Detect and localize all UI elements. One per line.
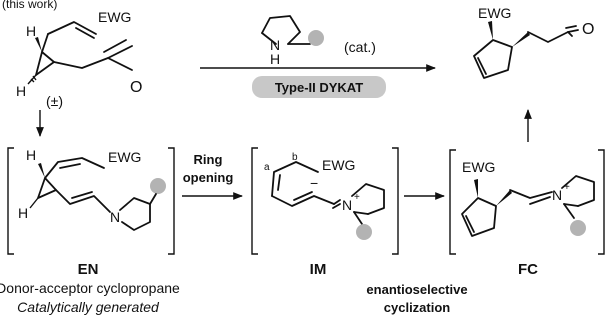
starting-cyclopropane: H EWG H O (±) xyxy=(16,9,142,109)
fc-bracket xyxy=(449,149,605,255)
en-h-bottom: H xyxy=(18,205,28,221)
catalyst-n: N xyxy=(270,37,280,53)
en-label: EN xyxy=(78,261,99,278)
im-atom-b: b xyxy=(292,152,298,163)
im-label: IM xyxy=(310,261,327,278)
catalyst-pyrrolidine: N H xyxy=(261,15,324,67)
step2-line2: cyclization xyxy=(384,300,451,315)
substituent-ball xyxy=(308,30,324,46)
im-substituent-ball xyxy=(356,224,372,240)
im-bracket xyxy=(251,147,399,255)
catalyst-cat-label: (cat.) xyxy=(344,39,376,55)
fc-n: N xyxy=(552,187,562,203)
step1-line1: Ring xyxy=(194,152,223,167)
product-ewg: EWG xyxy=(478,5,511,21)
wedge-bond xyxy=(35,37,42,52)
step1-line2: opening xyxy=(183,170,234,185)
im-structure: a b EWG − N + xyxy=(264,152,385,240)
ewg-label: EWG xyxy=(98,9,131,25)
en-h-top: H xyxy=(26,147,36,163)
partial-header: (this work) xyxy=(2,0,57,11)
carbonyl-o: O xyxy=(130,79,142,96)
h-top: H xyxy=(26,23,36,39)
en-ewg: EWG xyxy=(108,149,141,165)
fc-structure: EWG N + xyxy=(461,159,595,237)
racemic-label: (±) xyxy=(46,93,63,109)
en-structure: H EWG H N xyxy=(18,147,166,231)
product-cyclopentene: EWG O xyxy=(473,5,594,79)
hashed-bond xyxy=(27,74,37,85)
im-ewg: EWG xyxy=(322,157,355,173)
im-atom-a: a xyxy=(264,162,270,173)
step2-line1: enantioselective xyxy=(366,282,467,297)
dykat-badge xyxy=(252,76,386,98)
catalyst-h: H xyxy=(270,51,280,67)
im-plus: + xyxy=(354,192,360,203)
h-bottom: H xyxy=(16,83,26,99)
product-carbonyl-o: O xyxy=(582,21,594,38)
im-minus: − xyxy=(310,175,318,191)
en-n: N xyxy=(110,209,120,225)
fc-ewg: EWG xyxy=(462,159,495,175)
en-desc-1: Donor-acceptor cyclopropane xyxy=(0,280,180,296)
en-desc-2: Catalytically generated xyxy=(17,299,160,315)
im-n: N xyxy=(342,197,352,213)
fc-substituent-ball xyxy=(570,220,586,236)
dykat-badge-label: Type-II DYKAT xyxy=(275,80,363,95)
en-bracket xyxy=(7,147,175,255)
fc-label: FC xyxy=(518,261,538,278)
fc-plus: + xyxy=(564,182,570,193)
en-substituent-ball xyxy=(150,178,166,194)
